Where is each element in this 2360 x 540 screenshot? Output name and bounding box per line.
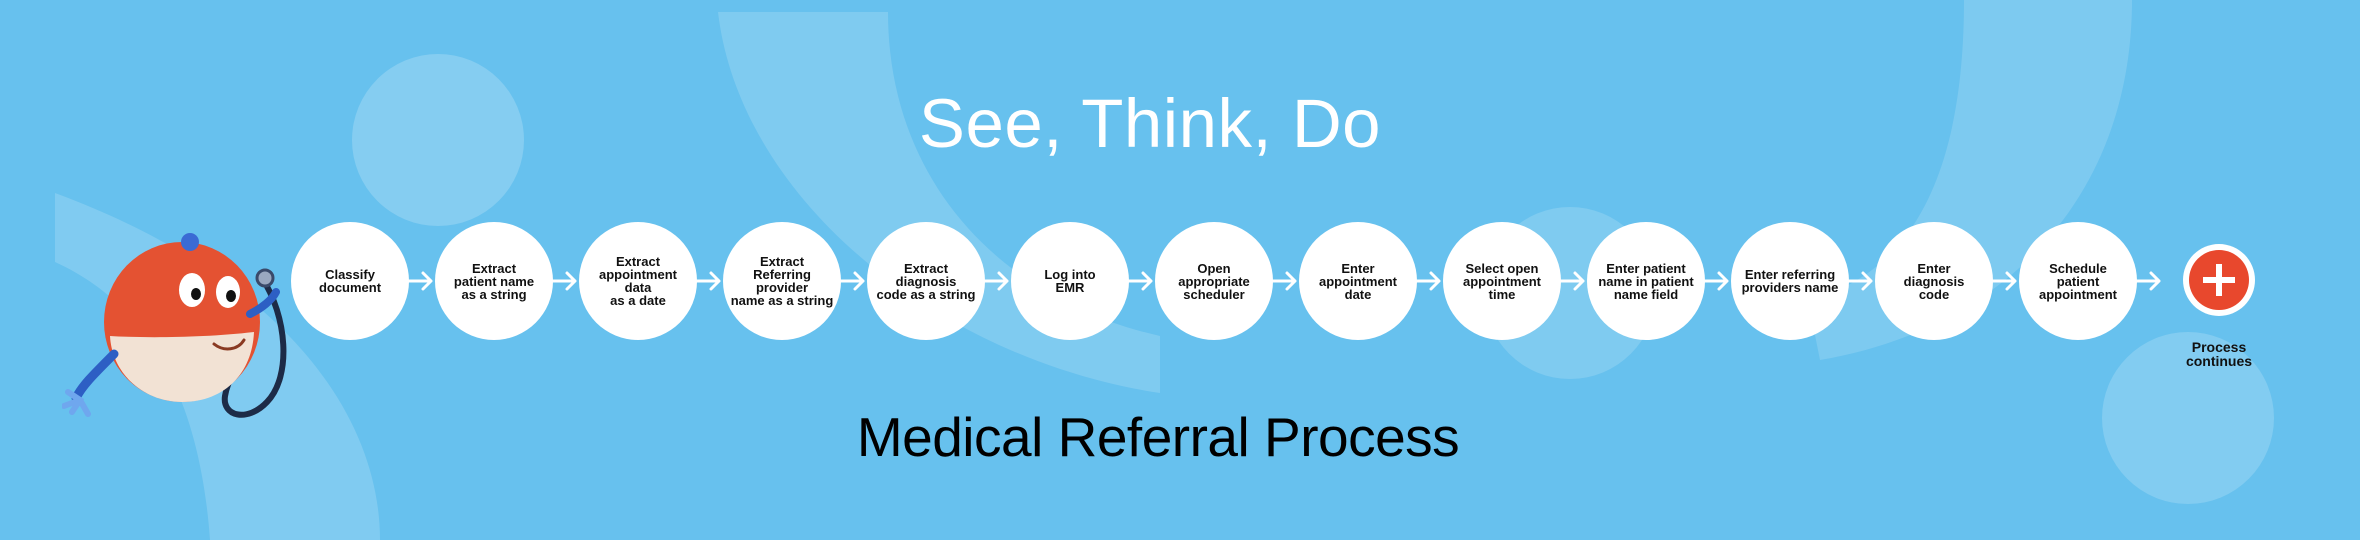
bg-circle-bottom-right [2102,332,2274,504]
process-continues-button[interactable] [2183,244,2255,316]
bg-circle-top-left [352,54,524,226]
arrow-right-icon [839,271,865,291]
plus-icon-glyph [2203,264,2235,296]
arrow-right-icon [1271,271,1297,291]
arrow-right-icon [1127,271,1153,291]
plus-icon [2189,250,2249,310]
arrow-right-icon [2135,271,2161,291]
page-title: See, Think, Do [918,85,1382,162]
arrow-right-icon [983,271,1009,291]
diagram-subtitle: Medical Referral Process [856,406,1460,468]
arrow-right-icon [1703,271,1729,291]
arrow-right-icon [1415,271,1441,291]
arrow-right-icon [1991,271,2017,291]
arrow-right-icon [695,271,721,291]
arrow-right-icon [407,271,433,291]
arrow-right-icon [1847,271,1873,291]
arrow-right-icon [1559,271,1585,291]
mascot-illustration [62,233,287,418]
arrow-right-icon [551,271,577,291]
